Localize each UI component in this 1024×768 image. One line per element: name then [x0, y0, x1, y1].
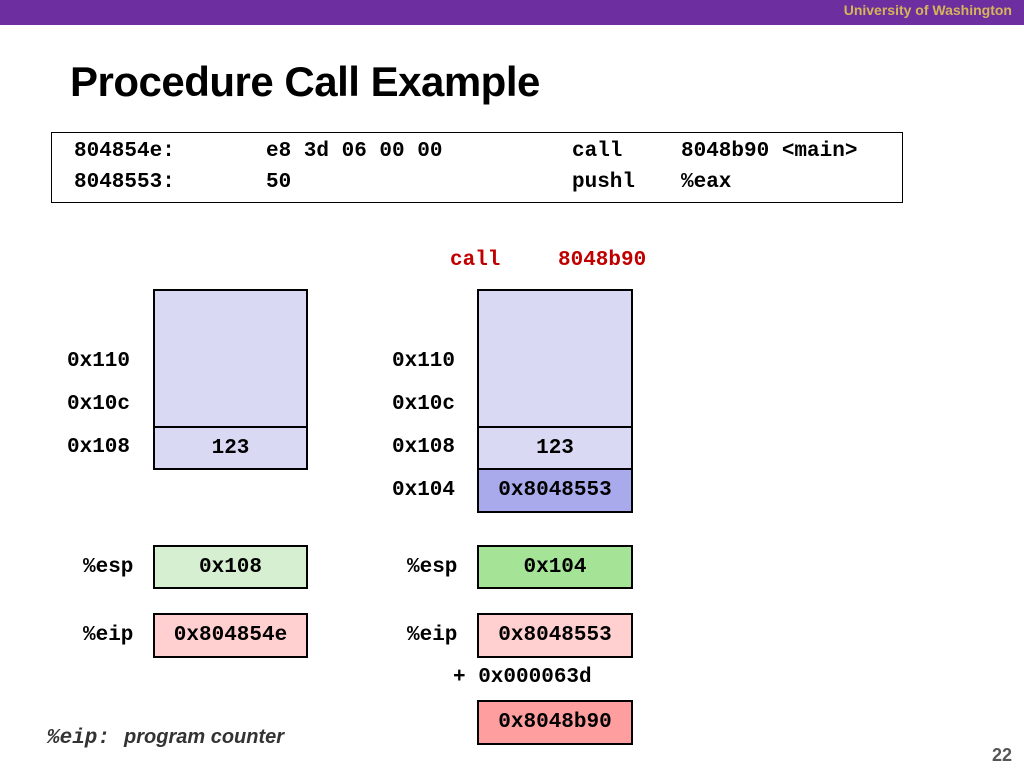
stack-upper-before	[153, 289, 308, 428]
addr-label-0x104-after: 0x104	[392, 479, 456, 502]
addr-label-0x108-after: 0x108	[392, 436, 456, 459]
code-addr-1: 804854e:	[74, 140, 175, 163]
stack-upper-after	[477, 289, 633, 428]
eip-offset: + 0x000063d	[453, 666, 592, 689]
code-addr-2: 8048553:	[74, 171, 175, 194]
instruction-arg: 8048b90	[558, 249, 647, 272]
stack-cell-0x108-before: 123	[153, 426, 308, 470]
code-op-1: call	[572, 140, 623, 163]
addr-label-0x108-before: 0x108	[67, 436, 131, 459]
code-arg-2: %eax	[681, 171, 732, 194]
eip-register-before: 0x804854e	[153, 613, 308, 658]
eip-label-before: %eip	[83, 624, 134, 647]
addr-label-0x110-after: 0x110	[392, 350, 456, 373]
esp-register-before: 0x108	[153, 545, 308, 589]
addr-label-0x10c-before: 0x10c	[67, 393, 131, 416]
code-op-2: pushl	[572, 171, 636, 194]
eip-register-after: 0x8048553	[477, 613, 633, 658]
legend-register: %eip:	[47, 727, 111, 750]
code-bytes-2: 50	[266, 171, 292, 194]
addr-label-0x10c-after: 0x10c	[392, 393, 456, 416]
slide-title: Procedure Call Example	[70, 58, 540, 105]
addr-label-0x110-before: 0x110	[67, 350, 131, 373]
stack-cell-0x108-after: 123	[477, 426, 633, 470]
esp-register-after: 0x104	[477, 545, 633, 589]
eip-label-after: %eip	[407, 624, 458, 647]
code-bytes-1: e8 3d 06 00 00	[266, 140, 443, 163]
esp-label-before: %esp	[83, 556, 134, 579]
org-name: University of Washington	[843, 2, 1012, 18]
instruction-op: call	[450, 249, 501, 272]
code-listing: 804854e: e8 3d 06 00 00 call 8048b90 <ma…	[51, 132, 903, 203]
eip-target: 0x8048b90	[477, 700, 633, 745]
legend-text: program counter	[124, 726, 285, 748]
esp-label-after: %esp	[407, 556, 458, 579]
legend: %eip: program counter	[47, 726, 284, 750]
code-arg-1: 8048b90 <main>	[681, 140, 858, 163]
page-number: 22	[991, 745, 1012, 765]
top-bar: University of Washington	[0, 0, 1024, 25]
stack-cell-0x104-after: 0x8048553	[477, 468, 633, 513]
